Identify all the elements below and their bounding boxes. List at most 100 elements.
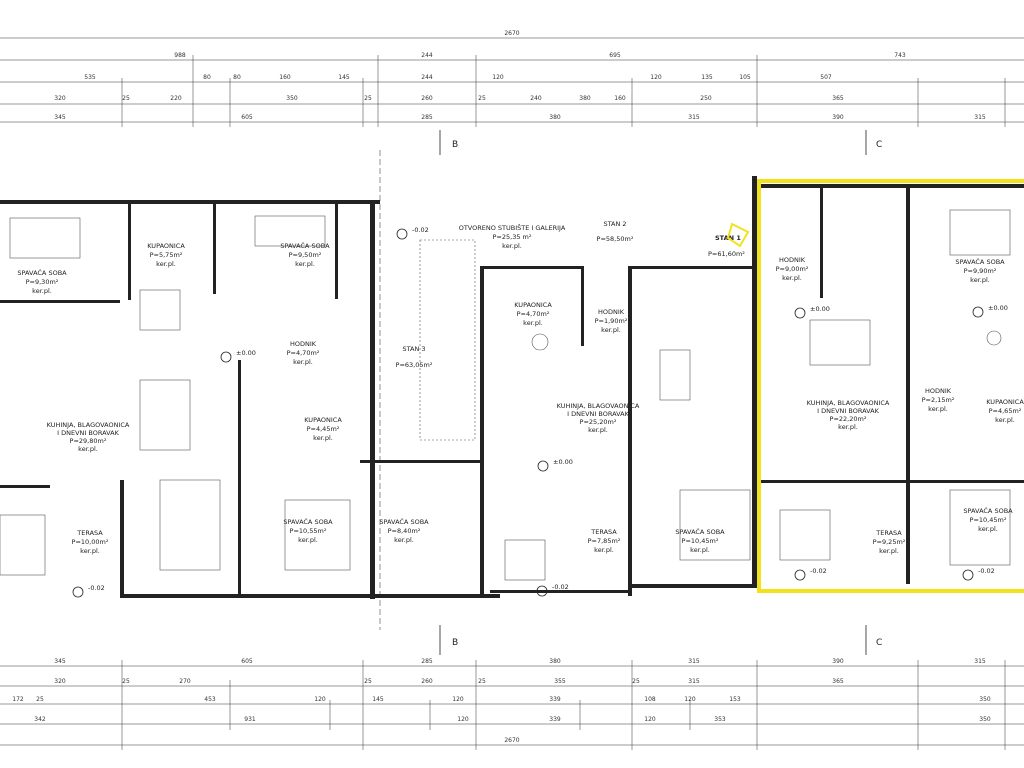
bed-icon bbox=[9, 217, 81, 259]
dim-label: 285 bbox=[421, 658, 433, 665]
dim-label: 145 bbox=[338, 74, 350, 81]
room-floor: ker.pl. bbox=[523, 319, 543, 327]
dim-label: 80 bbox=[203, 74, 211, 81]
room-name: TERASA bbox=[590, 528, 617, 536]
dim-label: 240 bbox=[530, 95, 542, 102]
room-name: KUPAONICA bbox=[147, 242, 185, 250]
room-area: P=2,15m² bbox=[922, 396, 955, 404]
level-marker: ±0.00 bbox=[220, 349, 256, 363]
stan-1-pointer: STAN 1 P=61,60m² bbox=[708, 222, 750, 258]
sofa-icon bbox=[159, 479, 221, 571]
dim-label: 172 bbox=[12, 696, 24, 703]
dim-label: 988 bbox=[174, 52, 186, 59]
dim-label: 105 bbox=[739, 74, 751, 81]
level-label: -0.02 bbox=[412, 226, 429, 234]
dim-label: 108 bbox=[644, 696, 656, 703]
dim-label: 453 bbox=[204, 696, 216, 703]
level-marker-icon bbox=[396, 228, 408, 240]
level-marker-icon bbox=[972, 306, 984, 318]
room-area: P=22,20m² bbox=[830, 415, 867, 423]
room-name: KUPAONICA bbox=[304, 416, 342, 424]
stairs-icon bbox=[419, 239, 476, 441]
dim-label: 120 bbox=[684, 696, 696, 703]
dim-label: 120 bbox=[650, 74, 662, 81]
dim-label: 320 bbox=[54, 95, 66, 102]
level-marker-icon bbox=[962, 569, 974, 581]
dim-label: 160 bbox=[614, 95, 626, 102]
stan-1-area: P=61,60m² bbox=[708, 250, 745, 258]
walls bbox=[0, 176, 1024, 599]
room-name: SPAVAĆA SOBA bbox=[379, 517, 429, 526]
level-marker-icon bbox=[794, 307, 806, 319]
room-area: P=9,25m² bbox=[873, 538, 906, 546]
dim-label: 80 bbox=[233, 74, 241, 81]
level-markers: -0.02 ±0.00 ±0.00 ±0.00 -0.02 -0.02 -0.0… bbox=[72, 226, 1008, 598]
dim-label: 315 bbox=[688, 114, 700, 121]
dim-label: 285 bbox=[421, 114, 433, 121]
room-area: P=58,50m² bbox=[597, 235, 634, 243]
dim-label: 145 bbox=[372, 696, 384, 703]
dim-label: 260 bbox=[421, 678, 433, 685]
room-floor: ker.pl. bbox=[978, 525, 998, 533]
dim-label: 270 bbox=[179, 678, 191, 685]
level-label: ±0.00 bbox=[236, 349, 256, 357]
room-floor: ker.pl. bbox=[879, 547, 899, 555]
room-name-line2: I DNEVNI BORAVAK bbox=[57, 429, 119, 437]
dim-label: 345 bbox=[54, 114, 66, 121]
dim-label: 507 bbox=[820, 74, 832, 81]
room-floor: ker.pl. bbox=[293, 358, 313, 366]
room-floor: ker.pl. bbox=[601, 326, 621, 334]
bathtub-icon bbox=[139, 289, 181, 331]
room-name: KUPAONICA bbox=[986, 398, 1024, 406]
room-area: P=9,50m² bbox=[289, 251, 322, 259]
level-label: -0.02 bbox=[552, 583, 569, 591]
room-name-line2: I DNEVNI BORAVAK bbox=[567, 410, 629, 418]
level-marker: -0.02 bbox=[962, 567, 995, 581]
dim-label: 355 bbox=[554, 678, 566, 685]
room-name: HODNIK bbox=[290, 340, 317, 348]
dim-label: 339 bbox=[549, 716, 561, 723]
level-marker-icon bbox=[220, 351, 232, 363]
dim-label: 365 bbox=[832, 678, 844, 685]
level-marker-icon bbox=[72, 586, 84, 598]
dim-label: 743 bbox=[894, 52, 906, 59]
level-marker-icon bbox=[537, 460, 549, 472]
dim-label: 695 bbox=[609, 52, 621, 59]
dim-top-total: 2670 bbox=[504, 30, 519, 37]
dim-label: 350 bbox=[979, 696, 991, 703]
dim-label: 380 bbox=[549, 114, 561, 121]
level-marker: ±0.00 bbox=[537, 458, 573, 472]
dim-label: 25 bbox=[478, 678, 486, 685]
level-marker: -0.02 bbox=[536, 583, 569, 597]
table-icon bbox=[659, 349, 691, 401]
dim-label: 365 bbox=[832, 95, 844, 102]
dim-label: 120 bbox=[644, 716, 656, 723]
dim-label: 380 bbox=[549, 658, 561, 665]
dim-label: 25 bbox=[36, 696, 44, 703]
table-icon bbox=[0, 514, 46, 576]
room-name: KUHINJA, BLAGOVAONICA bbox=[47, 421, 130, 429]
sink-icon bbox=[531, 333, 549, 351]
room-name: HODNIK bbox=[925, 387, 952, 395]
axis-b-bottom: B bbox=[452, 638, 458, 648]
dim-label: 315 bbox=[688, 658, 700, 665]
axis-markers bbox=[379, 130, 867, 655]
axis-b-top: B bbox=[452, 140, 458, 150]
dim-bottom-total: 2670 bbox=[504, 737, 519, 744]
level-marker: ±0.00 bbox=[794, 305, 830, 319]
room-area: P=63,05m² bbox=[396, 361, 433, 369]
room-area: P=4,65m² bbox=[989, 407, 1022, 415]
pointer-arrow-icon bbox=[726, 222, 750, 248]
dim-label: 220 bbox=[170, 95, 182, 102]
room-floor: ker.pl. bbox=[32, 287, 52, 295]
dim-label: 605 bbox=[241, 114, 253, 121]
